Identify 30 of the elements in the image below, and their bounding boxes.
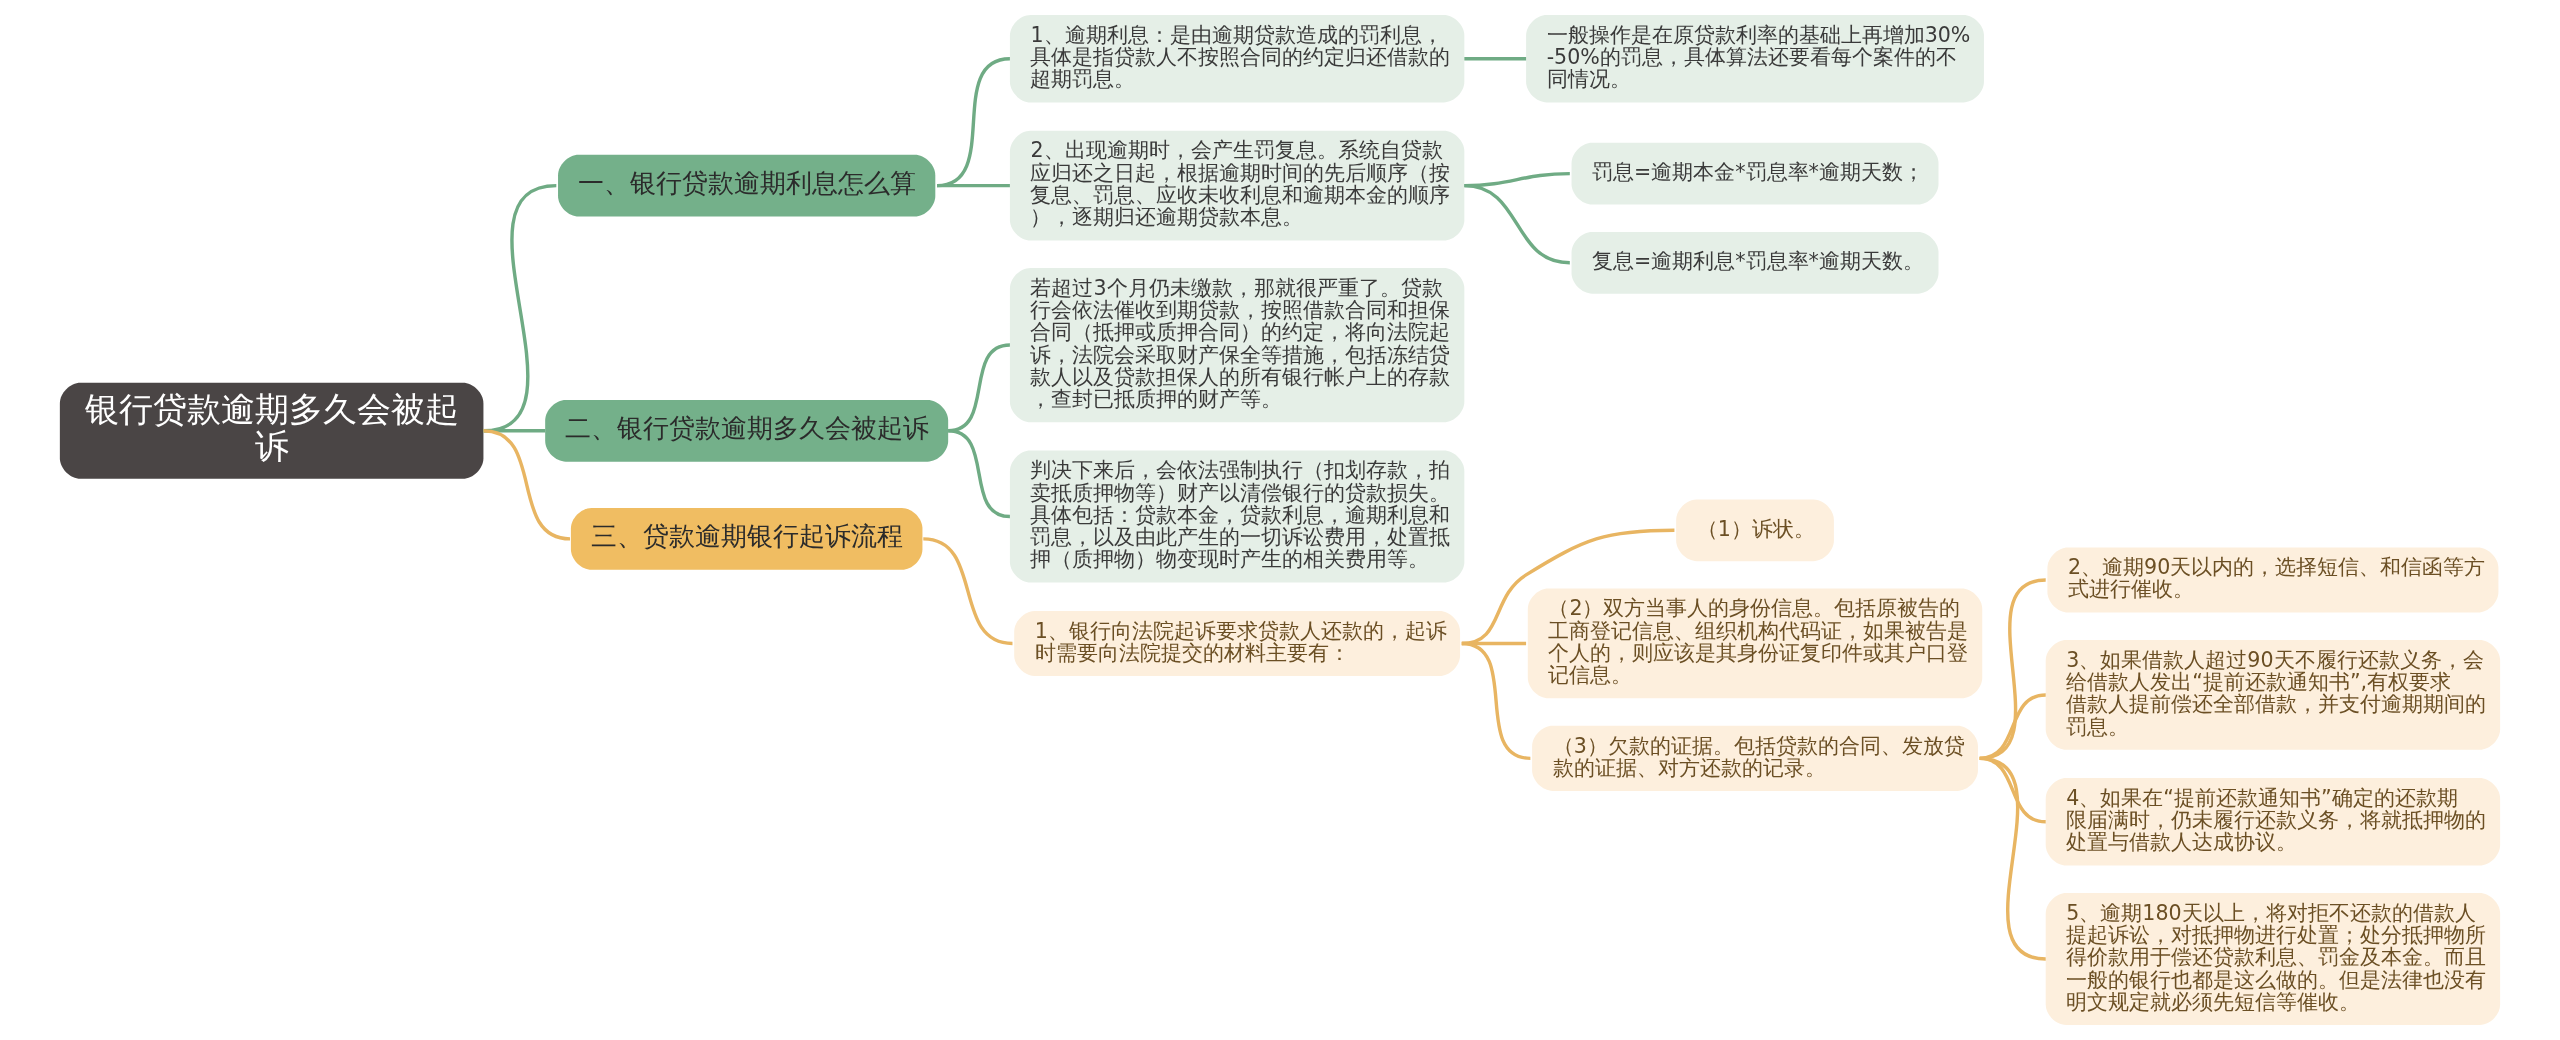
node-box: 一、银行贷款逾期利息怎么算	[558, 154, 936, 217]
node-box: 1、银行向法院起诉要求贷款人还款的，起诉时需要向法院提交的材料主要有：	[1014, 610, 1461, 677]
node-box: 5、逾期180天以上，将对拒不还款的借款人提起诉讼，对抵押物进行处置；处分抵押物所得价款用于偿还贷款利息、罚金及本金。而且一般的银行也都是这么做的。但是法律也没有明文规定就必须先短信等催收。	[2045, 893, 2501, 1026]
node-box: （3）欠款的证据。包括贷款的合同、发放贷款的证据、对方还款的记录。	[1532, 725, 1978, 791]
connector	[483, 429, 571, 541]
connector	[923, 537, 1013, 646]
node-box: 复息=逾期利息*罚息率*逾期天数。	[1571, 231, 1939, 294]
connector	[1464, 183, 1570, 265]
node-box: （1）诉状。	[1676, 499, 1834, 562]
node-box: 银行贷款逾期多久会被起诉	[59, 382, 484, 479]
connector	[937, 183, 1010, 188]
node-box: 1、逾期利息：是由逾期贷款造成的罚利息，具体是指贷款人不按照合同的约定归还借款的超期罚息。	[1009, 14, 1465, 103]
node-box: 二、银行贷款逾期多久会被起诉	[545, 399, 949, 462]
connector	[1979, 756, 2047, 961]
connector	[1979, 578, 2047, 761]
node-box: 2、出现逾期时，会产生罚复息。系统自贷款应归还之日起，根据逾期时间的先后顺序（按复息、罚息、应收未收利息和逾期本金的顺序），逐期归还逾期贷款本息。	[1009, 130, 1465, 241]
connector	[1464, 57, 1527, 61]
node-box: 2、逾期90天以内的，选择短信、和信函等方式进行催收。	[2047, 547, 2499, 613]
node-box: 判决下来后，会依法强制执行（扣划存款，拍卖抵质押物等）财产以清偿银行的贷款损失。具体包括：贷款本金，贷款利息，逾期利息和罚息，以及由此产生的一切诉讼费用，处置抵押（质押物）物变现时产生的相关费用等。	[1009, 450, 1465, 583]
connector	[1461, 641, 1531, 761]
node-box: （2）双方当事人的身份信息。包括原被告的工商登记信息、组织机构代码证，如果被告是个人的，则应该是其身份证复印件或其户口登记信息。	[1527, 588, 1983, 699]
connector	[947, 429, 1011, 519]
node-box: 4、如果在“提前还款通知书”确定的还款期限届满时，仍未履行还款义务，将就抵押物的处置与借款人达成协议。	[2045, 778, 2501, 866]
node-box: 罚息=逾期本金*罚息率*逾期天数；	[1571, 142, 1939, 205]
node-box: 三、贷款逾期银行起诉流程	[570, 508, 923, 570]
node-box: 3、如果借款人超过90天不履行还款义务，会给借款人发出“提前还款通知书”,有权要求借款人提前偿还全部借款，并支付逾期期间的罚息。	[2045, 640, 2501, 750]
connector	[936, 57, 1011, 188]
node-box: 一般操作是在原贷款利率的基础上再增加30%-50%的罚息，具体算法还要看每个案件的不同情况。	[1526, 14, 1984, 103]
node-box: 若超过3个月仍未缴款，那就很严重了。贷款行会依法催收到期贷款，按照借款合同和担保合同（抵押或质押合同）的约定，将向法院起诉，法院会采取财产保全等措施，包括冻结贷款人以及贷款担保人的所有银行帐户上的存款，查封已抵质押的财产等。	[1009, 267, 1465, 423]
connector	[1979, 693, 2046, 761]
